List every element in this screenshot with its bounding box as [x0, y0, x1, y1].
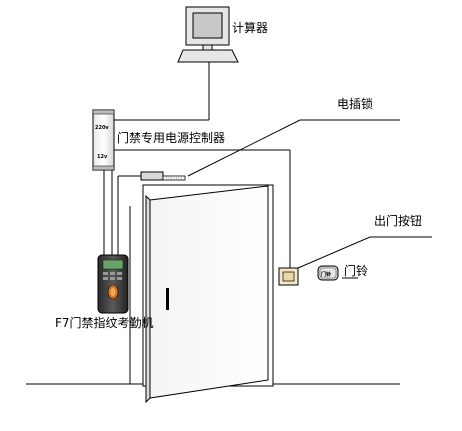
psu-output-mark: 12v — [97, 154, 108, 160]
exit-button-icon — [278, 267, 299, 286]
power-supply-label: 门禁专用电源控制器 — [117, 130, 225, 145]
psu-input-mark: 220v — [95, 125, 109, 131]
exit-button-leader — [297, 236, 432, 269]
electric-lock-leader — [187, 119, 400, 177]
power-supply-icon: 220v 12v — [92, 109, 115, 171]
computer-label: 计算器 — [232, 20, 268, 35]
doorbell-label: 门铃 — [344, 263, 368, 278]
door-icon — [142, 184, 274, 404]
electric-lock-icon — [140, 171, 186, 181]
doorbell-mark: 门铃 — [321, 271, 332, 278]
computer-cable — [114, 62, 210, 121]
computer-icon — [177, 6, 239, 63]
exit-button-label: 出门按钮 — [374, 213, 422, 228]
fingerprint-terminal-icon — [97, 254, 129, 314]
terminal-label: F7门禁指纹考勤机 — [55, 315, 154, 330]
doorbell-icon: 门铃 — [317, 265, 339, 281]
electric-lock-label: 电插锁 — [337, 96, 373, 111]
